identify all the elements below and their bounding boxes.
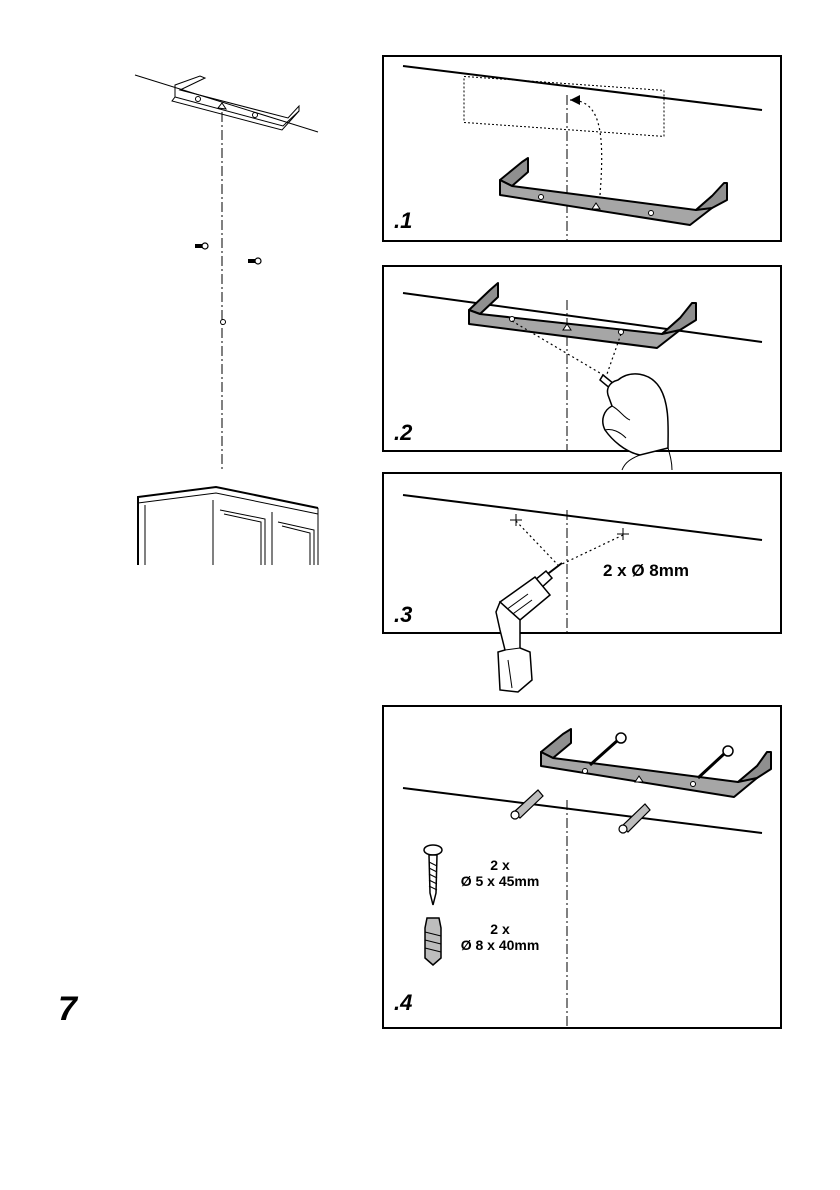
screw-icon (195, 243, 208, 249)
step-label-2: .2 (394, 420, 412, 446)
wall-plug-icon (619, 804, 650, 833)
screw-icon (698, 746, 733, 778)
plug-size: Ø 8 x 40mm (450, 937, 550, 953)
wall-plug-icon (511, 790, 543, 819)
drill-icon (496, 563, 562, 692)
screw-icon (248, 258, 261, 264)
step-label-4: .4 (394, 990, 412, 1016)
cabinet-illustration (138, 487, 318, 565)
legend-plug-icon (425, 918, 441, 965)
ceiling-bracket (172, 76, 299, 130)
screw-quantity: 2 x (450, 857, 550, 873)
ceiling-line (135, 75, 318, 132)
screw-size: Ø 5 x 45mm (450, 873, 550, 889)
step-label-3: .3 (394, 602, 412, 628)
plug-quantity: 2 x (450, 921, 550, 937)
overview-illustration (0, 0, 360, 600)
hand-with-pencil-icon (600, 374, 672, 470)
step-label-1: .1 (394, 208, 412, 234)
screw-spec: 2 x Ø 5 x 45mm (450, 857, 550, 889)
screw-icon (590, 733, 626, 765)
page-number: 7 (58, 990, 77, 1029)
center-mark (221, 320, 226, 325)
legend-screw-icon (424, 845, 442, 905)
plug-spec: 2 x Ø 8 x 40mm (450, 921, 550, 953)
drill-hole-spec: 2 x Ø 8mm (603, 563, 689, 579)
